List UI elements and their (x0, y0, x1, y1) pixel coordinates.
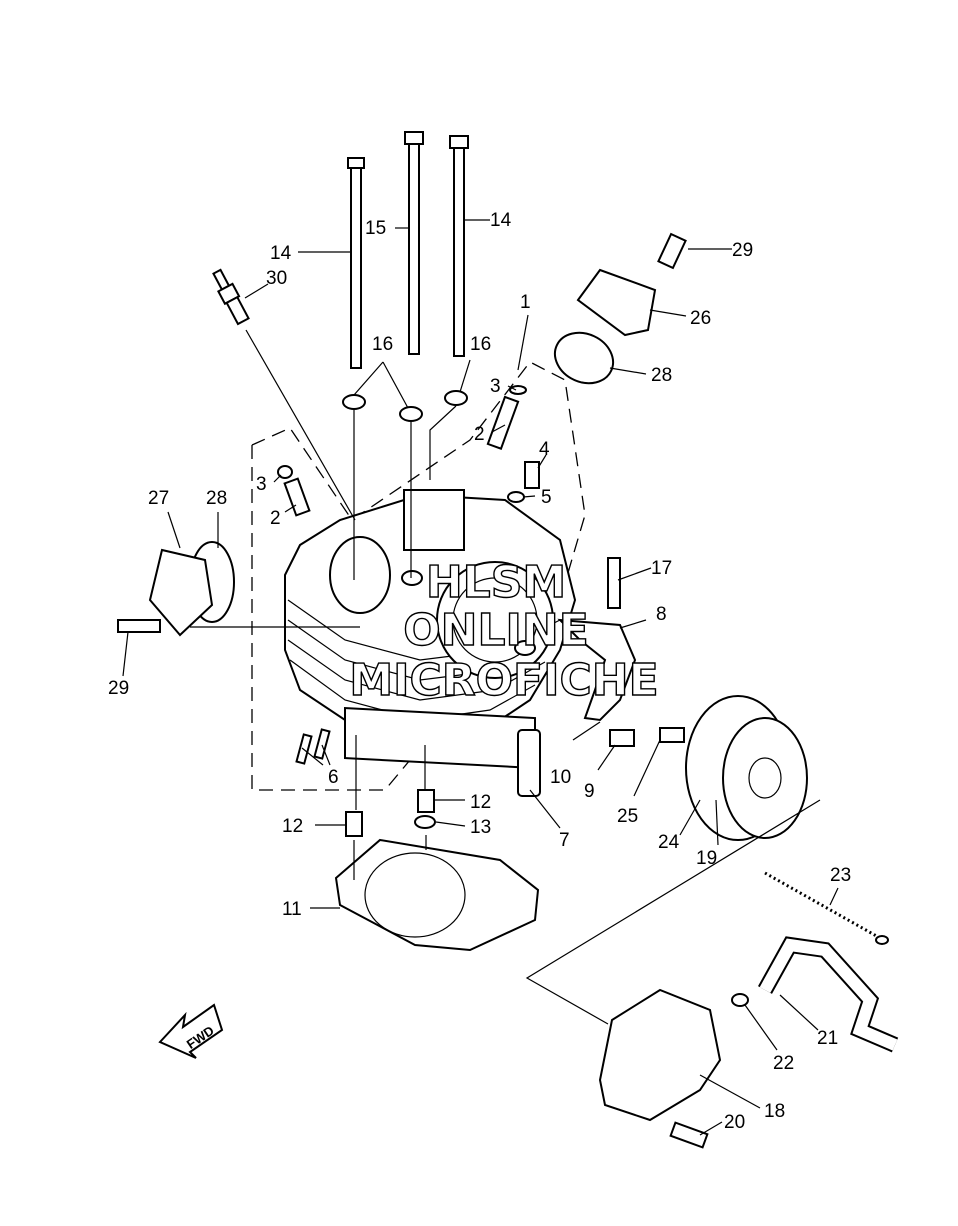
gasket-8 (557, 618, 637, 722)
dowel-6-b (313, 728, 331, 760)
callout-12-right: 12 (470, 792, 491, 813)
fwd-arrow: FWD (158, 1003, 224, 1059)
callout-20: 20 (724, 1112, 745, 1133)
oring-28-right (553, 331, 615, 385)
callout-26: 26 (690, 308, 711, 329)
hose-21-inner (759, 938, 898, 1051)
valve-guide-2-left (283, 477, 311, 517)
clip-3-top (509, 385, 527, 395)
bolt-9 (609, 729, 635, 747)
callout-16-right: 16 (470, 334, 491, 355)
callout-21: 21 (817, 1028, 838, 1049)
callout-28-right: 28 (651, 365, 672, 386)
callout-4: 4 (539, 439, 550, 460)
callout-15: 15 (365, 218, 386, 239)
callout-5: 5 (541, 487, 552, 508)
callout-3-top: 3 (490, 376, 501, 397)
callout-10: 10 (550, 767, 571, 788)
head-bolt-14-right (449, 135, 469, 357)
callout-16-left: 16 (372, 334, 393, 355)
cylinder-head (284, 489, 577, 770)
callout-29-right: 29 (732, 240, 753, 261)
head-bolt-15 (404, 131, 424, 355)
watermark-line-2: ONLINE (403, 605, 589, 656)
callout-1: 1 (520, 292, 531, 313)
callout-30: 30 (266, 268, 287, 289)
cover-26 (576, 268, 657, 337)
callout-25: 25 (617, 806, 638, 827)
callout-19: 19 (696, 848, 717, 869)
washer-5 (507, 491, 525, 503)
gasket-11 (334, 838, 540, 952)
bolt-25 (659, 727, 685, 743)
clip-22 (731, 993, 749, 1007)
watermark-line-3: MICROFICHE (349, 655, 658, 706)
spark-plug-30 (212, 268, 250, 326)
washer-16-a (342, 394, 366, 410)
callout-2-top: 2 (474, 424, 485, 445)
watermark-line-1: HLSM (426, 557, 566, 608)
callout-23: 23 (830, 865, 851, 886)
bolt-20 (669, 1121, 709, 1149)
washer-16-c (444, 390, 468, 406)
cover-19 (722, 717, 808, 839)
assembly-outline (251, 361, 586, 791)
valve-guide-2-top (486, 395, 520, 450)
watermark: HLSM ONLINE MICROFICHE (349, 556, 660, 706)
band-23 (764, 871, 881, 940)
leader-lines (122, 219, 839, 1136)
stud-17 (607, 557, 621, 609)
head-bolt-14-left (347, 157, 365, 369)
cover-27 (148, 548, 214, 637)
callout-12-left: 12 (282, 816, 303, 837)
band-23-tip (875, 935, 889, 945)
dowel-12-left (345, 811, 363, 837)
callout-9: 9 (584, 781, 595, 802)
callout-28-left: 28 (206, 488, 227, 509)
callout-17: 17 (651, 558, 672, 579)
bolt-29-left (117, 619, 161, 633)
callout-11: 11 (282, 899, 302, 920)
callout-6: 6 (328, 767, 339, 788)
clip-3-left (277, 465, 293, 479)
cover-18 (598, 988, 722, 1122)
spring-7 (517, 729, 541, 797)
callout-24: 24 (658, 832, 680, 853)
callout-22: 22 (773, 1053, 794, 1074)
callout-7: 7 (559, 830, 570, 851)
callout-18: 18 (764, 1101, 785, 1122)
sub-assembly-bracket (525, 799, 821, 1025)
callout-13: 13 (470, 817, 491, 838)
callout-27: 27 (148, 488, 169, 509)
callout-14-right: 14 (490, 210, 512, 231)
callout-29-left: 29 (108, 678, 129, 699)
callout-8: 8 (656, 604, 667, 625)
callout-2-left: 2 (270, 508, 281, 529)
washer-16-b (399, 406, 423, 422)
stud-4 (524, 461, 540, 489)
callout-3-left: 3 (256, 474, 267, 495)
callout-14-left: 14 (270, 243, 292, 264)
dowel-12-right (417, 789, 435, 813)
washer-13 (414, 815, 436, 829)
bolt-29-right (657, 232, 687, 270)
